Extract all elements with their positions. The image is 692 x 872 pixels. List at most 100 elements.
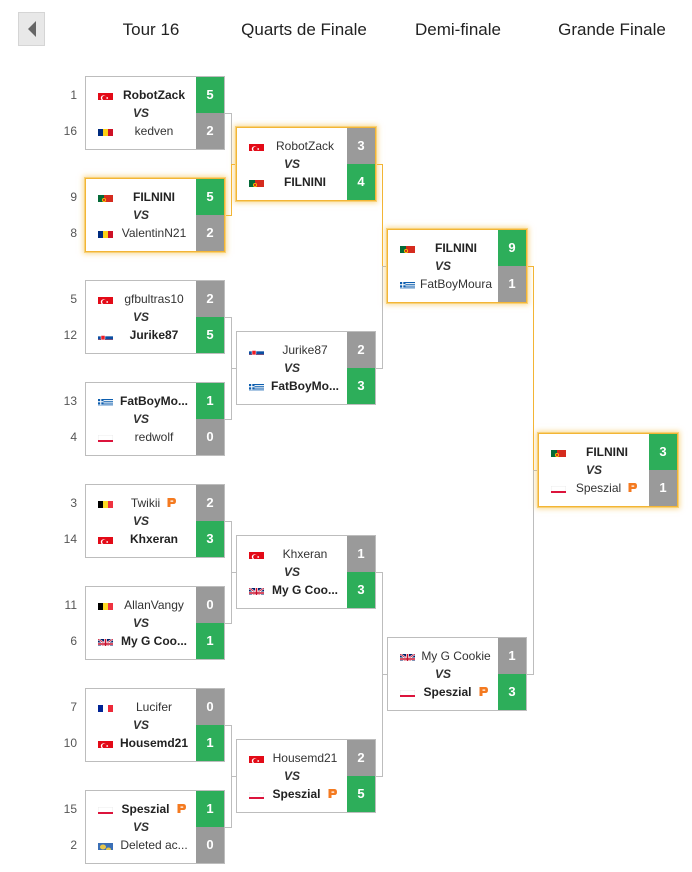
player-row[interactable]: Twikii <box>86 485 196 521</box>
player-name[interactable]: Speszial <box>116 791 192 827</box>
player-row[interactable]: FILNINI <box>237 164 347 200</box>
player-row[interactable]: ValentinN21 <box>86 215 196 251</box>
player-name[interactable]: FatBoyMo... <box>267 368 343 404</box>
flag-pl-icon <box>400 687 415 697</box>
player-row[interactable]: Deleted ac... <box>86 827 196 863</box>
seed-number: 12 <box>63 328 77 342</box>
score-badge-loser: 1 <box>649 470 677 506</box>
player-row[interactable]: FatBoyMoura <box>388 266 498 302</box>
player-name[interactable]: Speszial <box>418 674 494 710</box>
player-row[interactable]: RobotZack <box>237 128 347 164</box>
back-button[interactable] <box>18 12 45 46</box>
p-badge-icon <box>328 789 337 799</box>
vs-label: VS <box>86 310 196 324</box>
score-badge-winner: 5 <box>196 317 224 353</box>
player-row[interactable]: My G Coo... <box>86 623 196 659</box>
player-name[interactable]: gfbultras10 <box>116 281 192 317</box>
player-row[interactable]: Speszial <box>237 776 347 812</box>
player-name[interactable]: Khxeran <box>267 536 343 572</box>
player-name[interactable]: My G Coo... <box>116 623 192 659</box>
player-row[interactable]: Speszial <box>86 791 196 827</box>
bracket-connector-highlight <box>225 164 236 216</box>
player-row[interactable]: AllanVangy <box>86 587 196 623</box>
player-name[interactable]: kedven <box>116 113 192 149</box>
player-name[interactable]: RobotZack <box>267 128 343 164</box>
player-row[interactable]: Speszial <box>539 470 649 506</box>
score-badge-loser: 2 <box>196 113 224 149</box>
player-name[interactable]: Jurike87 <box>267 332 343 368</box>
player-name[interactable]: Speszial <box>569 470 645 506</box>
player-row[interactable]: Housemd21 <box>86 725 196 761</box>
flag-gb-icon <box>98 636 113 646</box>
player-name[interactable]: AllanVangy <box>116 587 192 623</box>
player-name[interactable]: redwolf <box>116 419 192 455</box>
player-name[interactable]: FILNINI <box>116 179 192 215</box>
player-name-text: AllanVangy <box>124 598 184 612</box>
player-name[interactable]: Speszial <box>267 776 343 812</box>
score-badge-loser: 3 <box>347 128 375 164</box>
player-row[interactable]: My G Coo... <box>237 572 347 608</box>
bracket-connector <box>225 572 236 624</box>
player-name[interactable]: ValentinN21 <box>116 215 192 251</box>
player-name[interactable]: FILNINI <box>267 164 343 200</box>
player-name[interactable]: RobotZack <box>116 77 192 113</box>
player-row[interactable]: Lucifer <box>86 689 196 725</box>
player-row[interactable]: kedven <box>86 113 196 149</box>
player-row[interactable]: redwolf <box>86 419 196 455</box>
player-name[interactable]: My G Cookie <box>418 638 494 674</box>
player-row[interactable]: Jurike87 <box>86 317 196 353</box>
player-name[interactable]: Deleted ac... <box>116 827 192 863</box>
player-name-text: gfbultras10 <box>124 292 184 306</box>
player-row[interactable]: Jurike87 <box>237 332 347 368</box>
player-row[interactable]: My G Cookie <box>388 638 498 674</box>
bracket-connector <box>376 674 387 777</box>
bracket-connector <box>225 725 236 777</box>
player-row[interactable]: FILNINI <box>539 434 649 470</box>
player-row[interactable]: Speszial <box>388 674 498 710</box>
player-row[interactable]: gfbultras10 <box>86 281 196 317</box>
player-name[interactable]: Twikii <box>116 485 192 521</box>
p-badge-icon <box>167 498 177 508</box>
player-name-text: Jurike87 <box>129 328 179 342</box>
score-badge-winner: 5 <box>347 776 375 812</box>
player-name[interactable]: My G Coo... <box>267 572 343 608</box>
player-row[interactable]: FatBoyMo... <box>86 383 196 419</box>
player-name[interactable]: FILNINI <box>418 230 494 266</box>
player-name-text: FILNINI <box>435 241 477 255</box>
player-row[interactable]: Housemd21 <box>237 740 347 776</box>
player-name[interactable]: Housemd21 <box>267 740 343 776</box>
flag-pt-icon <box>249 177 264 187</box>
player-row[interactable]: FILNINI <box>388 230 498 266</box>
player-name-text: Speszial <box>575 481 622 495</box>
player-name[interactable]: FILNINI <box>569 434 645 470</box>
player-name[interactable]: FatBoyMo... <box>116 383 192 419</box>
player-row[interactable]: FILNINI <box>86 179 196 215</box>
player-name[interactable]: Jurike87 <box>116 317 192 353</box>
player-row[interactable]: Khxeran <box>86 521 196 557</box>
score-badge-winner: 3 <box>347 368 375 404</box>
player-name[interactable]: Housemd21 <box>116 725 192 761</box>
player-row[interactable]: RobotZack <box>86 77 196 113</box>
player-row[interactable]: FatBoyMo... <box>237 368 347 404</box>
player-name-text: Khxeran <box>282 547 328 561</box>
player-name[interactable]: FatBoyMoura <box>418 266 494 302</box>
player-name-text: My G Cookie <box>421 649 491 663</box>
player-row[interactable]: Khxeran <box>237 536 347 572</box>
player-name[interactable]: Lucifer <box>116 689 192 725</box>
player-name[interactable]: Khxeran <box>116 521 192 557</box>
